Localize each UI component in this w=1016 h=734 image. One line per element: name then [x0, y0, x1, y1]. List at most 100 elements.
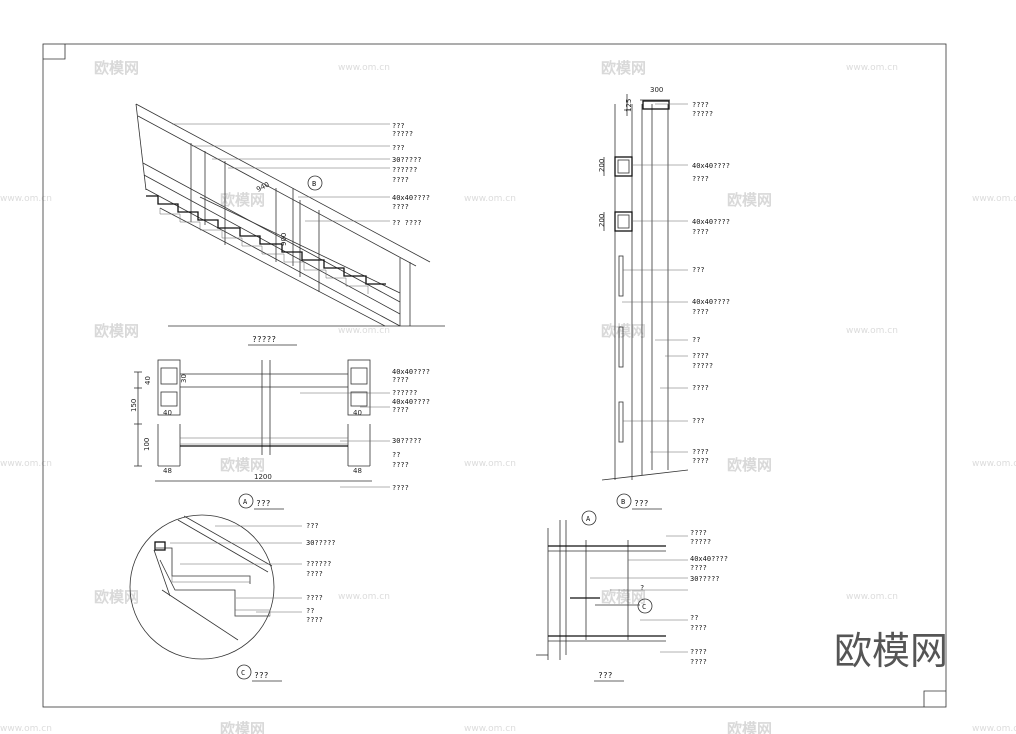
annotation-label: 40x40???? [690, 555, 728, 563]
dimension-label: 30 [180, 374, 188, 383]
dimension-label: 40 [144, 376, 152, 385]
view-title: ??? [254, 671, 269, 680]
watermark-url: www.om.cn [464, 194, 516, 204]
section-callout-marker [637, 598, 653, 614]
view-title: ??? [634, 499, 649, 508]
watermark-url: www.om.cn [338, 592, 390, 602]
annotation-label: 40x40???? [392, 194, 430, 202]
watermark-logo: 欧模网 [220, 191, 265, 209]
annotation-label: ??? [392, 122, 405, 130]
annotation-label: 40x40???? [692, 298, 730, 306]
watermark-url: www.om.cn [338, 63, 390, 73]
dimension-label: 300 [650, 86, 663, 94]
annotation-label: ?????? [306, 560, 331, 568]
annotation-label: ???? [392, 176, 409, 184]
annotation-label: 40x40???? [692, 162, 730, 170]
annotation-label: ??? [692, 266, 705, 274]
dimension-label: 1200 [254, 473, 272, 481]
annotation-label: ?? [690, 614, 698, 622]
dimension-label: 40 [163, 409, 172, 417]
watermark-url: www.om.c [972, 724, 1016, 734]
annotation-label: 30????? [690, 575, 720, 583]
annotation-label: ???? [690, 658, 707, 666]
dimension-label: 48 [163, 467, 172, 475]
watermark-url: www.om.cn [846, 63, 898, 73]
watermark-url: www.om.cn [846, 326, 898, 336]
dimension-label: 200 [598, 214, 606, 227]
view-title: ??? [598, 671, 613, 680]
watermark-url: www.om.cn [464, 459, 516, 469]
annotation-label: ???? [692, 308, 709, 316]
annotation-label: ???? [690, 624, 707, 632]
annotation-label: ????? [392, 130, 413, 138]
annotation-label: ????? [692, 362, 713, 370]
annotation-label: ???? [392, 406, 409, 414]
watermark-logo: 欧模网 [601, 59, 646, 77]
dimension-label: 900 [280, 233, 288, 246]
annotation-label: ???? [692, 101, 709, 109]
view-title: ????? [252, 335, 276, 344]
annotation-label: ?? ???? [392, 219, 422, 227]
annotation-label: ??? [692, 417, 705, 425]
watermark-logo: 欧模网 [94, 588, 139, 606]
annotation-label: 40x40???? [392, 368, 430, 376]
watermark-logo: 欧模网 [727, 191, 772, 209]
annotation-label: 30????? [392, 156, 422, 164]
annotation-label: ???? [690, 648, 707, 656]
annotation-label: ?? [392, 451, 400, 459]
annotation-label: ???? [692, 457, 709, 465]
watermark-url: www.om.cn [464, 724, 516, 734]
annotation-label: ???? [692, 352, 709, 360]
watermark-logo: 欧模网 [94, 322, 139, 340]
brand-logo: 欧模网 [834, 629, 948, 673]
watermark-url: www.om.cn [0, 194, 52, 204]
annotation-label: ???? [690, 529, 707, 537]
annotation-label: 30????? [392, 437, 422, 445]
watermark-logo: 欧模网 [727, 720, 772, 734]
annotation-label: ?????? [392, 389, 417, 397]
annotation-label: ???? [690, 564, 707, 572]
section-a-view: 40 30 150 40 100 48 40 48 1200 40x40????… [130, 359, 430, 510]
annotation-label: ???? [392, 203, 409, 211]
sheet-frame [42, 43, 947, 708]
dimension-label: 40 [353, 409, 362, 417]
watermark-logo: 欧模网 [727, 456, 772, 474]
annotation-label: ???? [692, 228, 709, 236]
dimension-label: 125 [625, 99, 633, 112]
watermark-url: www.om.c [972, 194, 1016, 204]
annotation-label: ????? [692, 110, 713, 118]
watermark-url: www.om.cn [0, 724, 52, 734]
annotation-label: ???? [392, 484, 409, 492]
annotation-label: ???? [306, 594, 323, 602]
annotation-label: ???? [392, 461, 409, 469]
section-b-view: 300 125 200 200 ???? ????? 40x40???? ???… [598, 86, 730, 510]
watermark-logo: 欧模网 [601, 588, 646, 606]
section-callout-marker [616, 493, 632, 509]
annotation-label: ???? [692, 448, 709, 456]
watermark-url: www.om.cn [846, 592, 898, 602]
dimension-label: 150 [130, 399, 138, 412]
callout-letter: B [621, 498, 625, 506]
watermark-logo: 欧模网 [220, 456, 265, 474]
detail-c-view: ??? 30????? ?????? ???? ???? ?? ???? C ?… [129, 514, 336, 682]
dimension-label: 200 [598, 159, 606, 172]
annotation-label: ??? [306, 522, 319, 530]
annotation-label: 30????? [306, 539, 336, 547]
watermark-logo: 欧模网 [94, 59, 139, 77]
callout-letter: A [586, 515, 591, 523]
dimension-label: 48 [353, 467, 362, 475]
watermark-url: www.om.cn [0, 459, 52, 469]
section-callout-marker [236, 664, 252, 680]
annotation-label: ???? [306, 570, 323, 578]
annotation-label: ???? [692, 384, 709, 392]
annotation-label: ?? [692, 336, 700, 344]
annotation-label: 40x40???? [692, 218, 730, 226]
annotation-label: ??? [392, 144, 405, 152]
annotation-label: ?????? [392, 166, 417, 174]
watermark-url: www.om.cn [338, 326, 390, 336]
watermark-url: www.om.c [972, 459, 1016, 469]
callout-letter: B [312, 180, 316, 188]
section-callout-marker [307, 175, 323, 191]
watermark-logo: 欧模网 [601, 322, 646, 340]
